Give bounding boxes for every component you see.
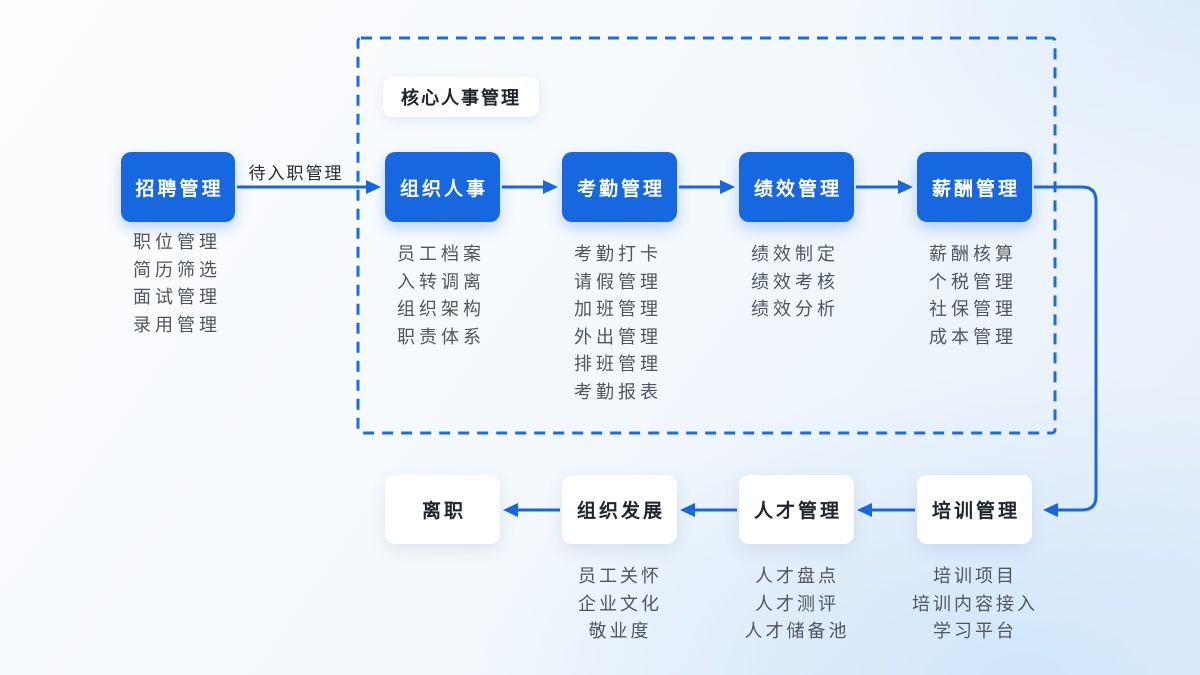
list-item: 敬业度 bbox=[588, 621, 652, 641]
list-item: 加班管理 bbox=[574, 299, 662, 319]
list-item: 培训项目 bbox=[933, 566, 1017, 586]
list-item: 员工关怀 bbox=[578, 566, 662, 586]
list-item: 简历筛选 bbox=[133, 259, 221, 280]
list-item: 绩效考核 bbox=[751, 271, 839, 292]
list-item: 薪酬核算 bbox=[929, 244, 1017, 264]
list-item: 面试管理 bbox=[133, 287, 221, 307]
list-attendance-features: 考勤打卡请假管理加班管理外出管理排班管理考勤报表 bbox=[574, 241, 662, 406]
node-talent-management: 人才管理 bbox=[739, 475, 854, 544]
list-item: 企业文化 bbox=[578, 593, 662, 614]
list-item: 员工档案 bbox=[397, 244, 485, 264]
list-item: 外出管理 bbox=[574, 326, 662, 347]
list-item: 考勤报表 bbox=[574, 381, 662, 402]
list-item: 职位管理 bbox=[133, 232, 221, 252]
edge-label-pre-onboarding: 待入职管理 bbox=[248, 164, 344, 183]
list-talent-features: 人才盘点人才测评人才储备池 bbox=[717, 563, 877, 646]
list-item: 人才测评 bbox=[755, 593, 839, 614]
list-item: 成本管理 bbox=[929, 326, 1017, 347]
node-organization-development: 组织发展 bbox=[562, 475, 677, 544]
list-item: 绩效分析 bbox=[751, 299, 839, 319]
list-recruitment-features: 职位管理简历筛选面试管理录用管理 bbox=[133, 229, 221, 339]
node-organization-personnel: 组织人事 bbox=[385, 152, 500, 222]
list-item: 职责体系 bbox=[397, 326, 485, 347]
list-item: 入转调离 bbox=[397, 271, 485, 292]
list-organization-features: 员工档案入转调离组织架构职责体系 bbox=[397, 241, 485, 351]
node-training-management: 培训管理 bbox=[917, 475, 1032, 544]
list-item: 排班管理 bbox=[574, 354, 662, 374]
list-item: 请假管理 bbox=[574, 271, 662, 292]
list-item: 录用管理 bbox=[133, 314, 221, 335]
list-item: 考勤打卡 bbox=[574, 244, 662, 264]
list-item: 个税管理 bbox=[929, 271, 1017, 292]
list-item: 培训内容接入 bbox=[912, 593, 1038, 614]
node-compensation-management: 薪酬管理 bbox=[917, 152, 1032, 222]
list-orgdev-features: 员工关怀企业文化敬业度 bbox=[540, 563, 700, 646]
node-attendance-management: 考勤管理 bbox=[562, 152, 677, 222]
list-item: 学习平台 bbox=[933, 621, 1017, 641]
list-compensation-features: 薪酬核算个税管理社保管理成本管理 bbox=[929, 241, 1017, 351]
node-recruitment-management: 招聘管理 bbox=[121, 152, 235, 222]
core-hr-group-frame bbox=[356, 36, 1057, 435]
arrow-compensation-to-training bbox=[1034, 185, 1098, 517]
list-item: 绩效制定 bbox=[751, 244, 839, 264]
group-label-core-hr: 核心人事管理 bbox=[383, 77, 539, 117]
list-item: 社保管理 bbox=[929, 299, 1017, 319]
node-performance-management: 绩效管理 bbox=[739, 152, 854, 222]
list-training-features: 培训项目培训内容接入学习平台 bbox=[887, 563, 1063, 646]
list-performance-features: 绩效制定绩效考核绩效分析 bbox=[751, 241, 839, 324]
list-item: 组织架构 bbox=[397, 299, 485, 319]
list-item: 人才储备池 bbox=[744, 621, 850, 641]
node-resignation: 离职 bbox=[385, 475, 500, 544]
list-item: 人才盘点 bbox=[755, 566, 839, 586]
